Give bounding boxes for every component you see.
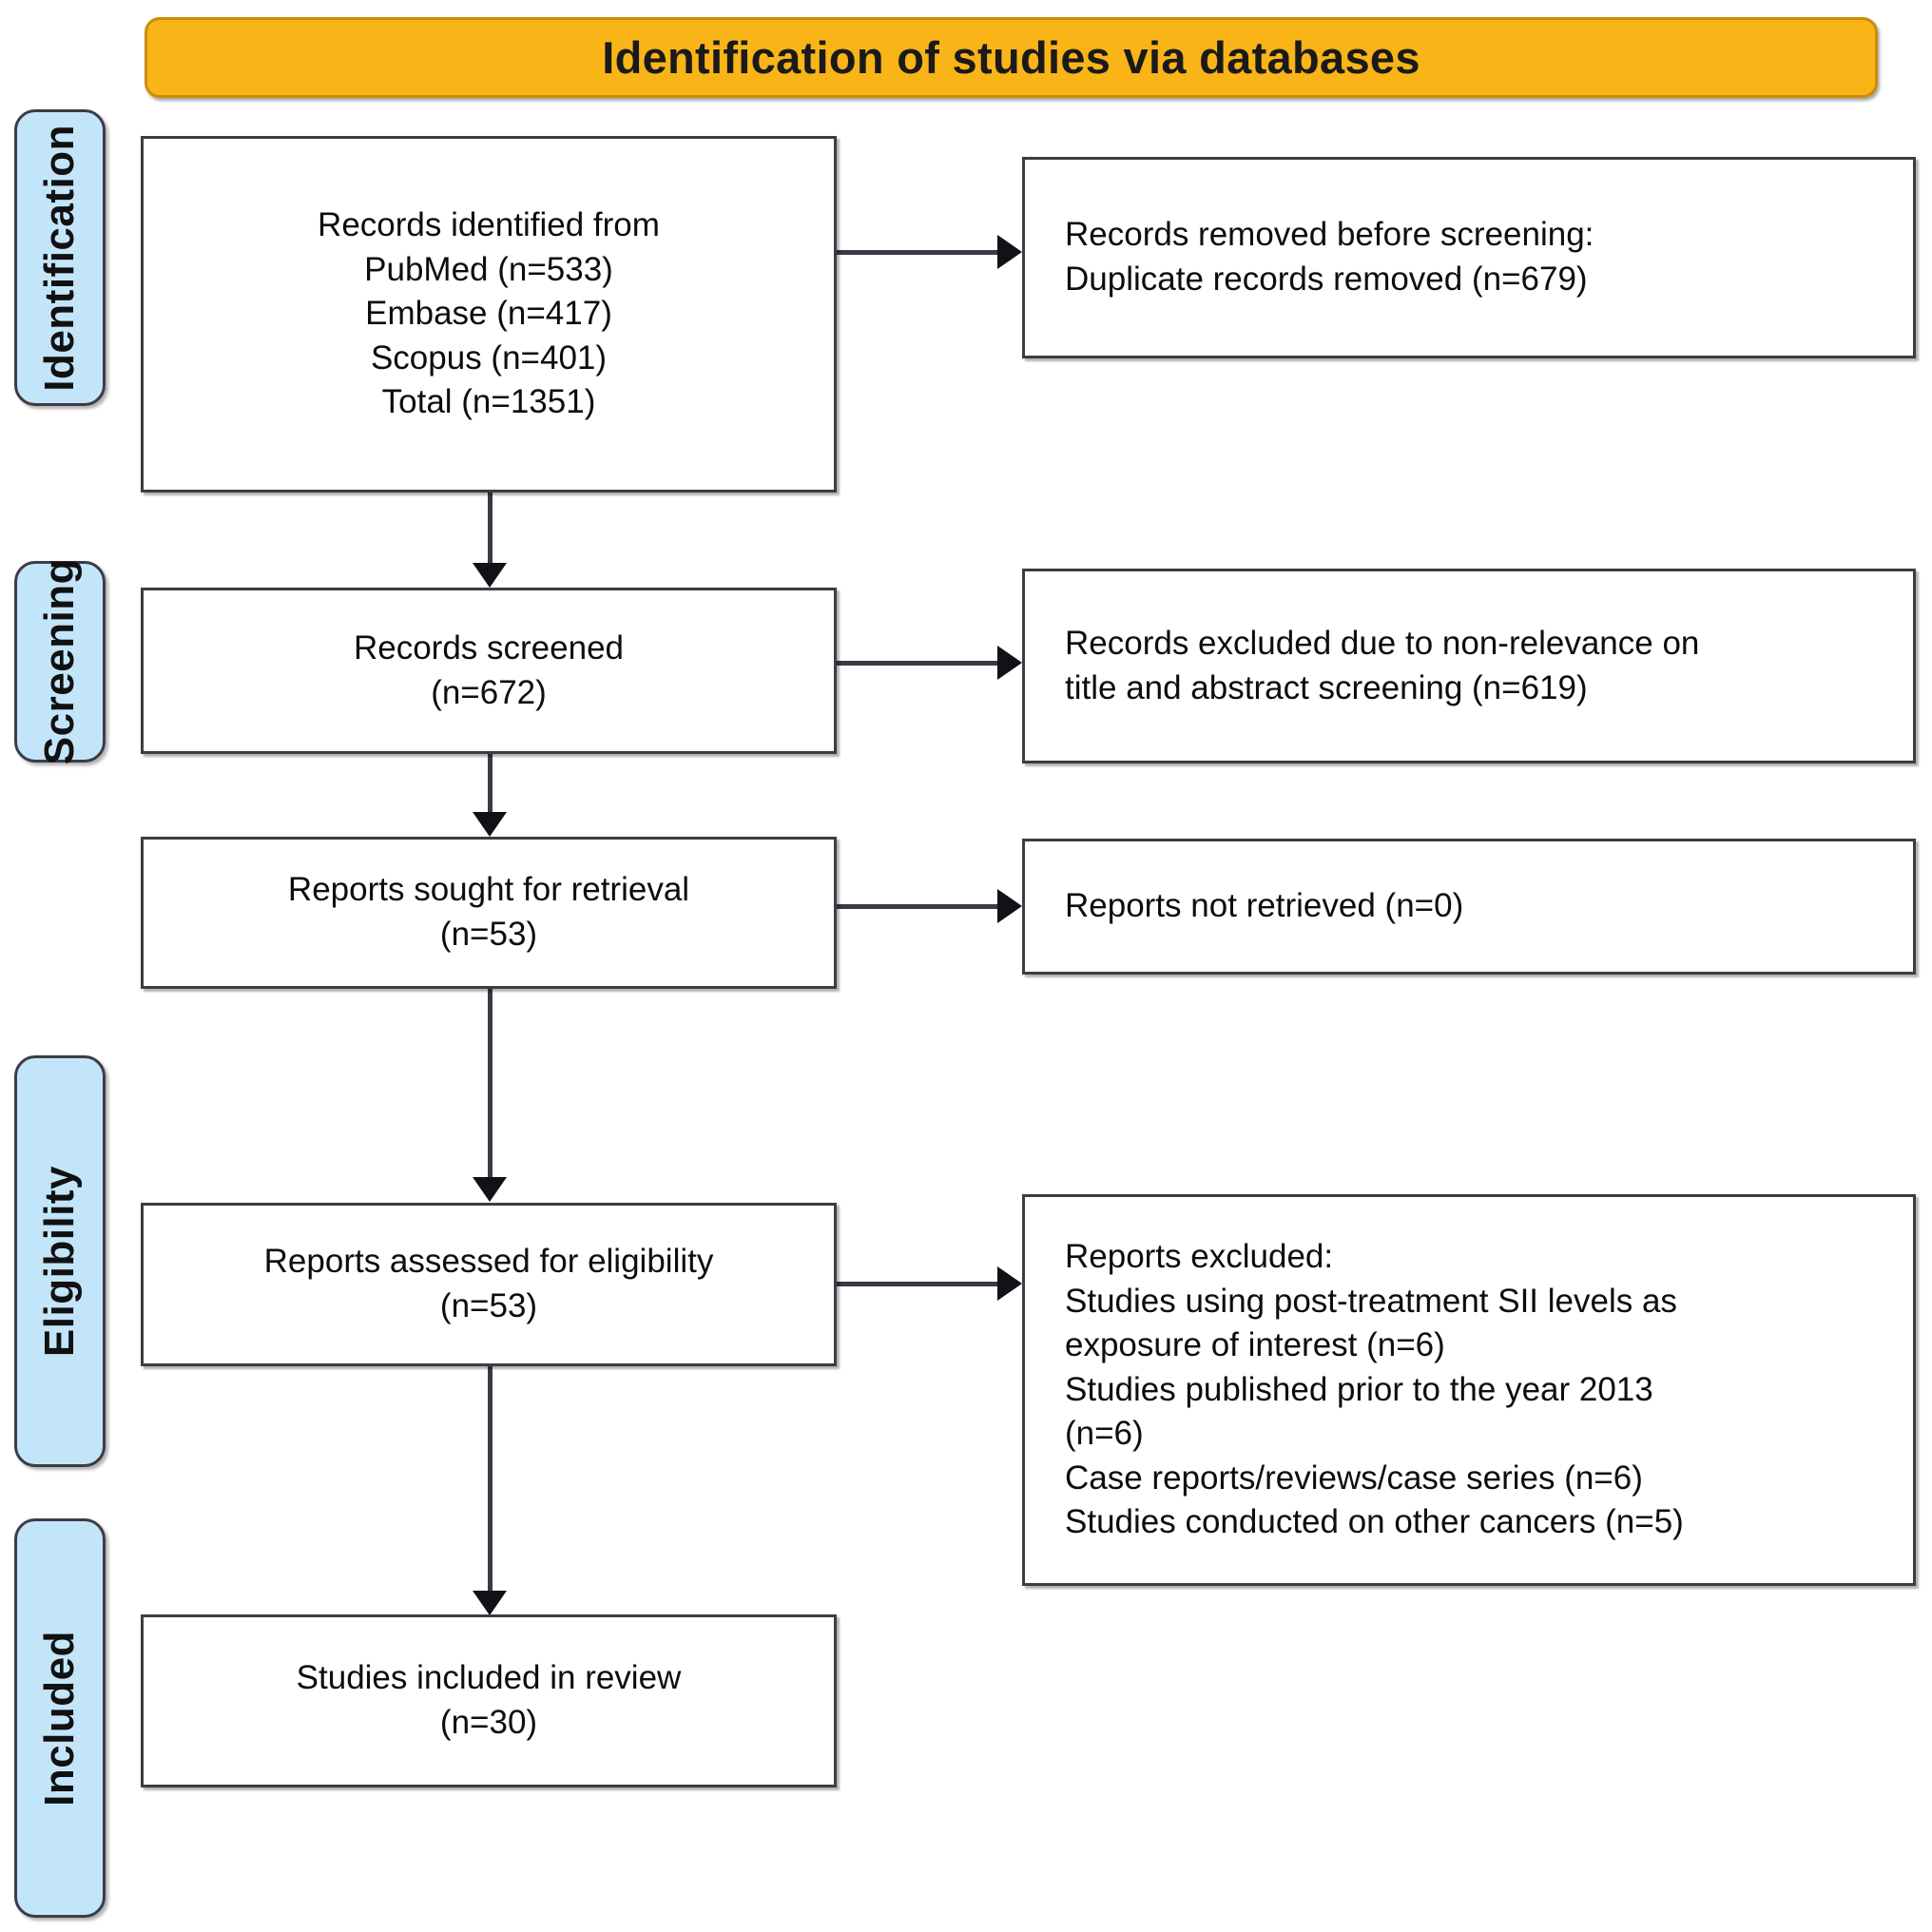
connector-identified-to-removed	[837, 250, 1004, 255]
records-identified-line-4: Scopus (n=401)	[370, 338, 608, 377]
connector-identified-to-screened	[488, 493, 493, 567]
connector-screened-to-excluded	[837, 661, 1004, 666]
connector-sought-to-assessed	[488, 989, 493, 1179]
reports-excluded-eligibility-line-5: (n=6)	[1065, 1415, 1144, 1453]
reports-excluded-eligibility-line-7: Studies conducted on other cancers (n=5)	[1065, 1503, 1684, 1541]
connector-assessed-to-included	[488, 1366, 493, 1594]
records-screened-line-1: Records screened	[353, 628, 625, 667]
reports-assessed-line-2: (n=53)	[439, 1287, 538, 1324]
studies-included-line-1: Studies included in review	[296, 1659, 682, 1697]
records-identified-line-5: Total (n=1351)	[381, 383, 596, 421]
records-identified-line-1: Records identified from	[318, 206, 660, 244]
reports-excluded-eligibility-box: Reports excluded: Studies using post-tre…	[1022, 1194, 1916, 1586]
records-screened-line-2: (n=672)	[431, 673, 547, 711]
arrow-identified-to-screened	[473, 563, 507, 588]
stage-label-identification: Identification	[14, 109, 106, 406]
arrow-sought-to-not-retrieved	[997, 889, 1022, 923]
diagram-header-banner: Identification of studies via databases	[145, 17, 1878, 98]
stage-label-included-text: Included	[36, 1630, 83, 1806]
stage-label-screening-text: Screening	[36, 558, 83, 765]
records-identified-box: Records identified from PubMed (n=533) E…	[141, 136, 837, 493]
arrow-assessed-to-included	[473, 1591, 507, 1615]
reports-sought-line-2: (n=53)	[439, 916, 538, 953]
reports-sought-box: Reports sought for retrieval (n=53)	[141, 837, 837, 989]
reports-assessed-line-1: Reports assessed for eligibility	[263, 1243, 714, 1281]
studies-included-box: Studies included in review (n=30)	[141, 1614, 837, 1787]
connector-sought-to-not-retrieved	[837, 904, 1004, 909]
records-screened-box: Records screened (n=672)	[141, 588, 837, 754]
studies-included-line-2: (n=30)	[439, 1704, 538, 1741]
reports-excluded-eligibility-line-2: Studies using post-treatment SII levels …	[1065, 1282, 1677, 1320]
reports-excluded-eligibility-line-6: Case reports/reviews/case series (n=6)	[1065, 1459, 1643, 1497]
stage-label-identification-text: Identification	[36, 124, 83, 392]
reports-sought-line-1: Reports sought for retrieval	[287, 871, 690, 909]
reports-excluded-eligibility-line-1: Reports excluded:	[1065, 1238, 1334, 1276]
reports-excluded-eligibility-line-3: exposure of interest (n=6)	[1065, 1326, 1445, 1364]
arrow-assessed-to-excluded	[997, 1266, 1022, 1301]
connector-screened-to-sought	[488, 754, 493, 816]
page-title: Identification of studies via databases	[602, 32, 1420, 83]
records-removed-box: Records removed before screening: Duplic…	[1022, 157, 1916, 358]
stage-label-eligibility: Eligibility	[14, 1055, 106, 1467]
stage-label-screening: Screening	[14, 558, 106, 765]
stage-label-eligibility-text: Eligibility	[36, 1165, 83, 1358]
records-identified-line-2: PubMed (n=533)	[364, 250, 613, 288]
records-removed-line-2: Duplicate records removed (n=679)	[1065, 261, 1588, 298]
records-excluded-screening-box: Records excluded due to non-relevance on…	[1022, 569, 1916, 763]
records-removed-line-1: Records removed before screening:	[1065, 216, 1594, 254]
records-identified-line-3: Embase (n=417)	[365, 295, 612, 333]
stage-label-included: Included	[14, 1518, 106, 1918]
reports-not-retrieved-box: Reports not retrieved (n=0)	[1022, 839, 1916, 975]
records-excluded-screening-line-2: title and abstract screening (n=619)	[1065, 668, 1588, 706]
records-excluded-screening-line-1: Records excluded due to non-relevance on	[1065, 624, 1700, 662]
arrow-screened-to-sought	[473, 812, 507, 837]
arrow-screened-to-excluded	[997, 646, 1022, 680]
connector-assessed-to-excluded	[837, 1282, 1004, 1286]
reports-not-retrieved-line-1: Reports not retrieved (n=0)	[1065, 887, 1464, 925]
reports-assessed-box: Reports assessed for eligibility (n=53)	[141, 1203, 837, 1366]
arrow-identified-to-removed	[997, 235, 1022, 269]
arrow-sought-to-assessed	[473, 1177, 507, 1202]
reports-excluded-eligibility-line-4: Studies published prior to the year 2013	[1065, 1370, 1653, 1408]
